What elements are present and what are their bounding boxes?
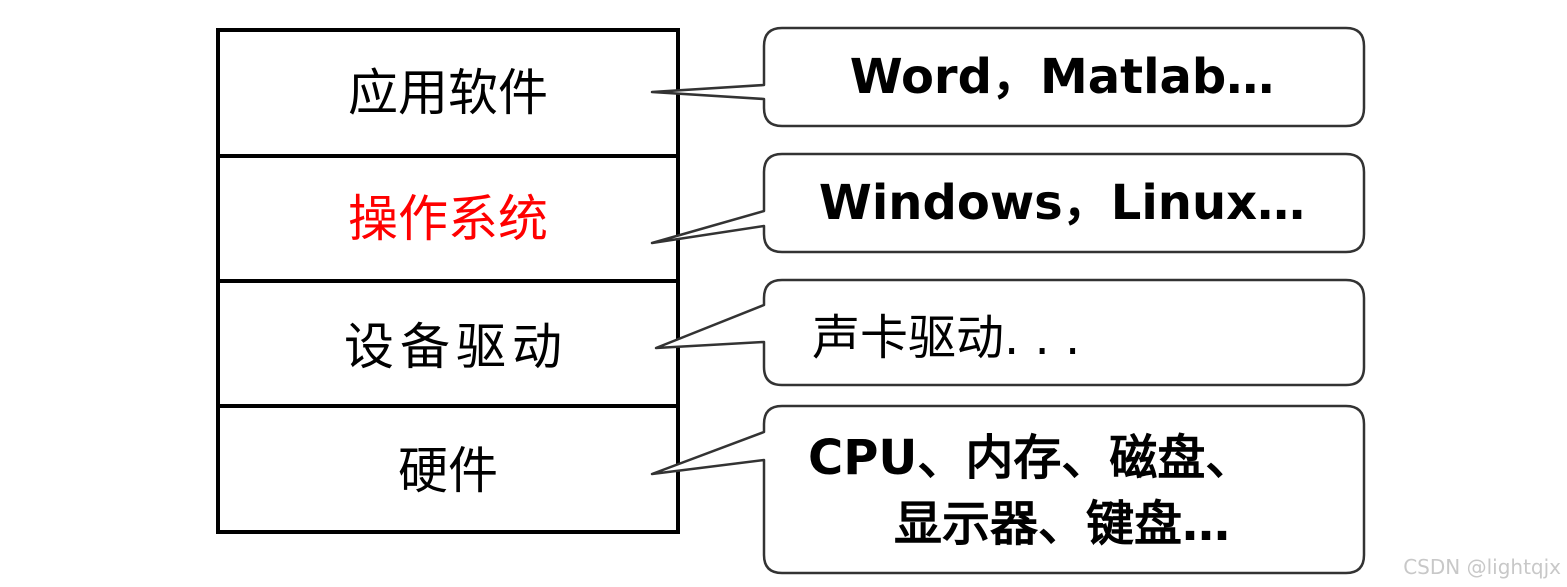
watermark: CSDN @lightqjx <box>1403 555 1561 579</box>
layer-label-device-drivers: 设备驱动 <box>344 318 568 376</box>
layer-label-hardware: 硬件 <box>398 442 498 500</box>
callout-text-line-1: CPU、内存、磁盘、 <box>808 430 1253 486</box>
callout-text-line-2: 显示器、键盘… <box>894 496 1230 552</box>
layer-label-applications: 应用软件 <box>348 64 548 122</box>
callout-applications: Word，Matlab… <box>650 26 1366 128</box>
callout-bubble <box>654 278 1366 387</box>
callout-bubble <box>650 26 1366 128</box>
callout-device-drivers: 声卡驱动. . . <box>654 278 1366 387</box>
callout-operating-system: Windows，Linux… <box>650 152 1366 254</box>
callout-text: Windows，Linux… <box>819 175 1305 231</box>
layer-label-operating-system: 操作系统 <box>348 190 548 248</box>
callout-text: Word，Matlab… <box>850 49 1275 105</box>
callout-bubble <box>650 404 1366 575</box>
callout-text: 声卡驱动. . . <box>812 310 1080 366</box>
callout-bubble <box>650 152 1366 254</box>
layer-stack: 应用软件 操作系统 设备驱动 硬件 <box>216 28 680 534</box>
callout-hardware: CPU、内存、磁盘、 显示器、键盘… <box>650 404 1366 575</box>
